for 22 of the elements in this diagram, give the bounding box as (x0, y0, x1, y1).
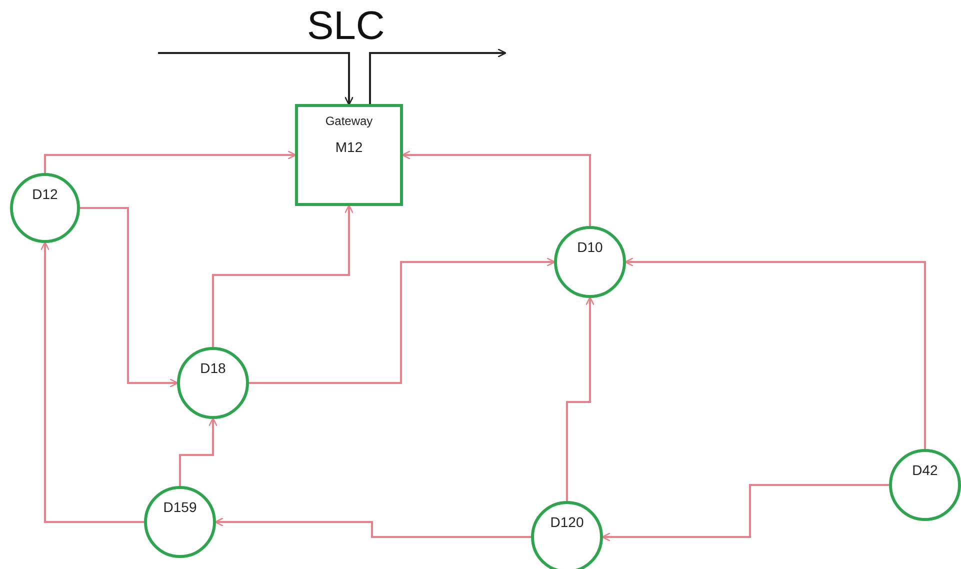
arrow (602, 484, 889, 542)
arrow (40, 242, 144, 523)
node-label: M12 (335, 140, 363, 156)
node-label: D18 (200, 361, 226, 376)
node-label: D12 (32, 187, 58, 202)
node-label: D42 (912, 463, 938, 478)
arrow (402, 150, 591, 226)
arrow (80, 207, 178, 388)
arrow (158, 52, 354, 106)
node-label: D120 (550, 515, 584, 530)
arrow (624, 257, 926, 449)
arrow (212, 204, 354, 347)
arrow (566, 296, 595, 501)
arrow (369, 48, 506, 104)
arrow (249, 257, 556, 384)
arrow (44, 150, 296, 173)
node-label: D10 (577, 240, 603, 256)
arrow (179, 418, 218, 486)
node-label: D159 (163, 500, 197, 516)
arrow (214, 517, 531, 538)
node-label: Gateway (325, 115, 373, 128)
gateway-box (295, 104, 403, 206)
